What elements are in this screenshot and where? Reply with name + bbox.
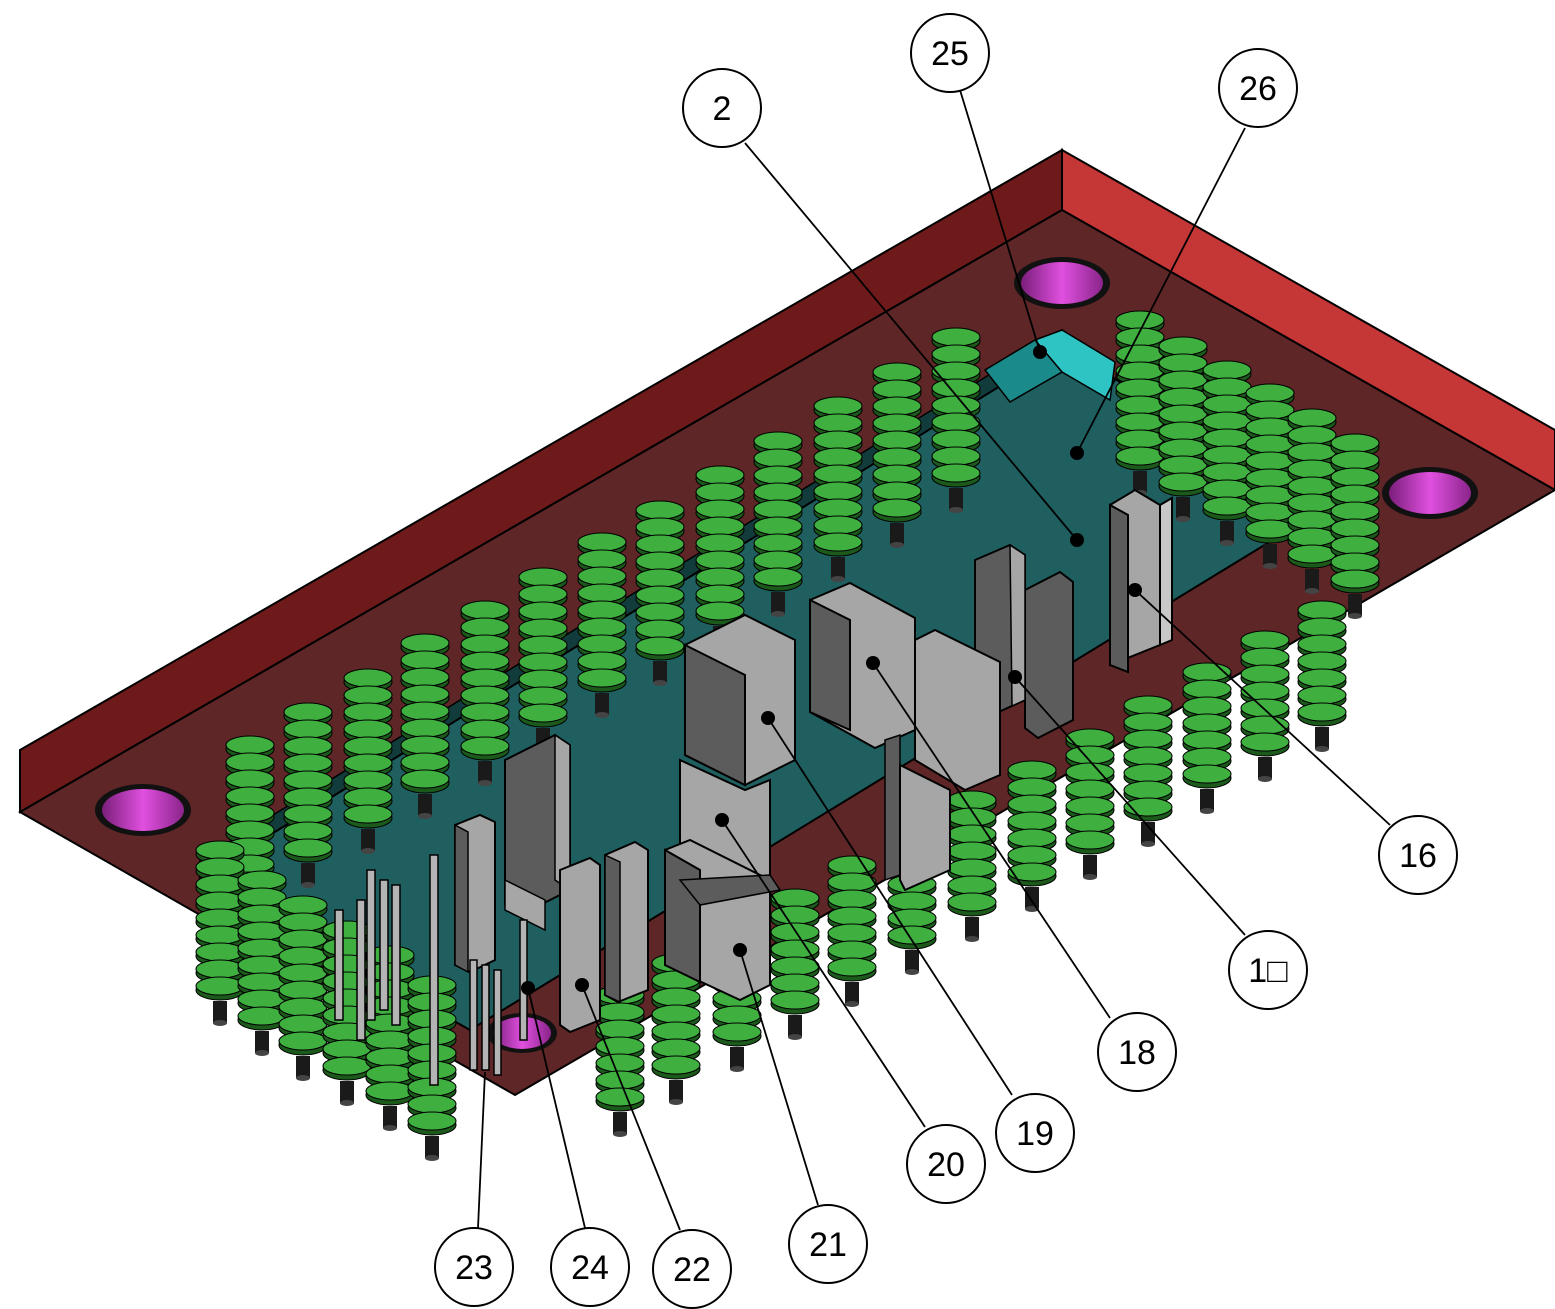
leader-2 bbox=[744, 142, 1078, 541]
balloon-2: 2 bbox=[682, 68, 762, 148]
spring-contact bbox=[400, 633, 450, 819]
leader-25 bbox=[959, 89, 1041, 353]
spring-contact bbox=[1065, 728, 1115, 880]
spring-contact bbox=[1158, 336, 1208, 522]
leader-16 bbox=[1134, 589, 1391, 826]
spring-contact bbox=[947, 790, 997, 942]
spring-contact bbox=[1123, 695, 1173, 847]
component-block-19 bbox=[684, 613, 796, 787]
spring-contact bbox=[635, 500, 685, 686]
leader-dots bbox=[521, 345, 1142, 995]
spring-contact bbox=[1115, 310, 1165, 496]
spring-contact bbox=[813, 396, 863, 582]
balloon-20: 20 bbox=[906, 1124, 986, 1204]
spring-contact bbox=[237, 870, 287, 1056]
leader-23 bbox=[477, 1071, 486, 1229]
spring-contact bbox=[872, 362, 922, 548]
spring-contact bbox=[195, 840, 245, 1026]
balloon-label: 21 bbox=[809, 1226, 847, 1264]
spring-contact bbox=[1287, 408, 1337, 594]
spring-contact bbox=[1182, 662, 1232, 814]
balloon-24: 24 bbox=[550, 1227, 630, 1307]
leader-lines bbox=[477, 89, 1391, 1231]
balloon-21: 21 bbox=[788, 1204, 868, 1284]
mounting-hole bbox=[95, 784, 191, 836]
spring-contact bbox=[595, 985, 645, 1137]
balloon-25: 25 bbox=[910, 13, 990, 93]
balloons: 25 2 26 16 1□ 18 19 20 bbox=[434, 13, 1458, 1309]
spring-contact bbox=[827, 855, 877, 1007]
leader-17 bbox=[1014, 676, 1246, 936]
balloon-label: 22 bbox=[673, 1251, 711, 1289]
spring-contact bbox=[1330, 433, 1380, 619]
spring-contact bbox=[577, 532, 627, 718]
balloon-label: 26 bbox=[1239, 70, 1277, 108]
leader-19 bbox=[767, 717, 1013, 1096]
component-block-22 bbox=[559, 840, 649, 1034]
balloon-label: 20 bbox=[927, 1146, 965, 1184]
balloon-label: 16 bbox=[1399, 837, 1437, 875]
balloon-label: 25 bbox=[931, 35, 969, 73]
balloon-23: 23 bbox=[434, 1227, 514, 1307]
spring-contact bbox=[1297, 600, 1347, 752]
spring-contact bbox=[1240, 630, 1290, 782]
component-block-left bbox=[504, 733, 571, 932]
spring-contact bbox=[283, 702, 333, 888]
mounting-hole bbox=[1014, 257, 1110, 309]
leader-20 bbox=[721, 819, 926, 1128]
balloon-22: 22 bbox=[652, 1229, 732, 1309]
spring-contact bbox=[931, 327, 981, 513]
balloon-label: 1□ bbox=[1248, 952, 1288, 990]
spring-contact bbox=[278, 895, 328, 1081]
base-plate-right-side bbox=[1061, 148, 1555, 492]
balloon-label: 19 bbox=[1016, 1115, 1054, 1153]
component-block-18 bbox=[809, 581, 1001, 892]
spring-contact bbox=[1007, 760, 1057, 912]
pogo-pins bbox=[334, 854, 528, 1086]
balloon-label: 18 bbox=[1118, 1034, 1156, 1072]
leader-18 bbox=[872, 662, 1111, 1019]
leader-24 bbox=[527, 987, 586, 1229]
component-block-16 bbox=[1109, 488, 1173, 674]
balloon-label: 2 bbox=[713, 90, 732, 128]
mounting-hole bbox=[1382, 467, 1478, 519]
spring-contact bbox=[770, 888, 820, 1040]
leader-21 bbox=[739, 949, 819, 1206]
spring-contact bbox=[518, 567, 568, 753]
balloon-label: 23 bbox=[455, 1249, 493, 1287]
balloon-17: 1□ bbox=[1228, 930, 1308, 1010]
balloon-26: 26 bbox=[1218, 48, 1298, 128]
spring-contact bbox=[460, 600, 510, 786]
balloon-18: 18 bbox=[1097, 1012, 1177, 1092]
spring-contact bbox=[753, 431, 803, 617]
leader-26 bbox=[1076, 127, 1246, 454]
spring-contact bbox=[343, 668, 393, 854]
spring-contact bbox=[695, 465, 745, 651]
spring-contact bbox=[1245, 383, 1295, 569]
balloon-16: 16 bbox=[1378, 815, 1458, 895]
balloon-label: 24 bbox=[571, 1249, 609, 1287]
mounting-holes bbox=[95, 257, 1478, 1053]
leader-22 bbox=[581, 984, 681, 1231]
spring-contacts bbox=[195, 310, 1380, 1161]
balloon-19: 19 bbox=[995, 1093, 1075, 1173]
component-block-24 bbox=[454, 813, 496, 974]
